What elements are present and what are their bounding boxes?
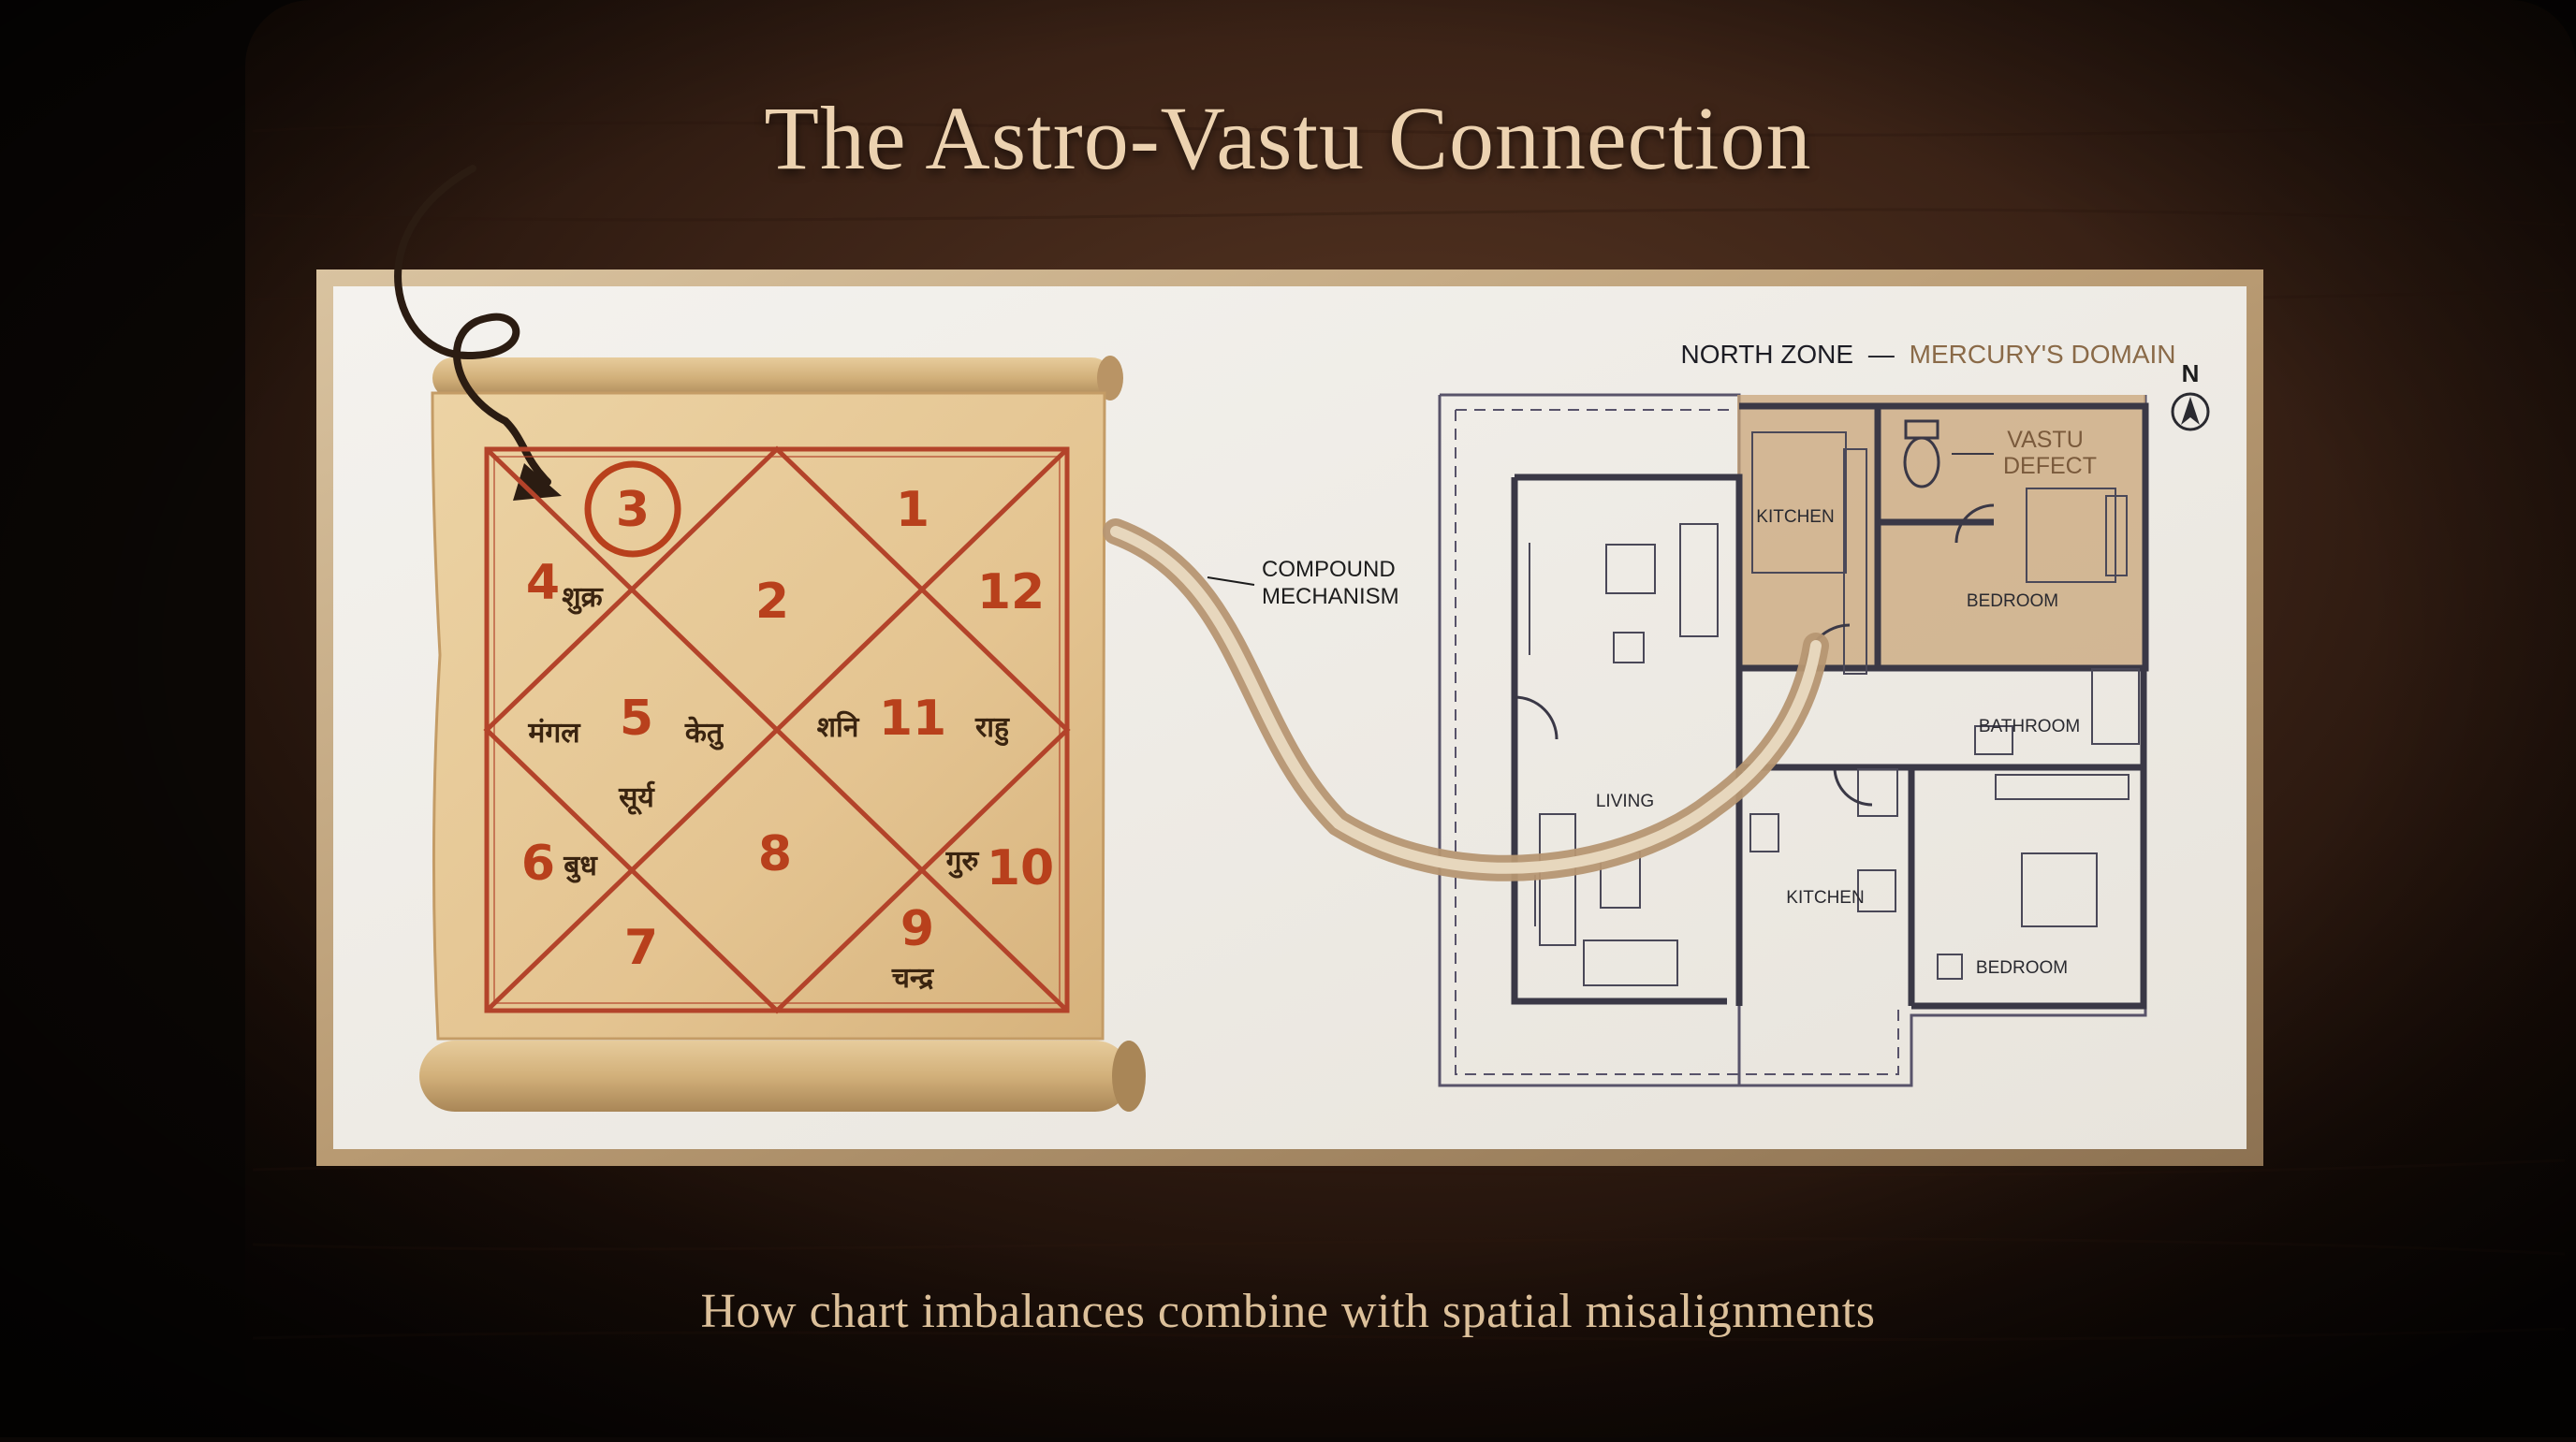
room-bedroom-south: BEDROOM (1976, 958, 2068, 978)
house-3: 3 (616, 482, 650, 538)
planet-mangal: मंगल (527, 717, 581, 750)
house-10: 10 (987, 840, 1054, 896)
planet-guru: गुरु (945, 845, 980, 879)
highlight-circle (584, 460, 681, 558)
house-11: 11 (879, 691, 946, 747)
curl-arrow-head (513, 463, 562, 501)
house-2: 2 (755, 574, 789, 630)
north-zone-heading: NORTH ZONE — MERCURY'S DOMAIN (1680, 340, 2175, 369)
horoscope-scroll (419, 356, 1146, 1112)
zone-label: NORTH ZONE (1680, 340, 1853, 369)
planet-rahu: राहु (974, 711, 1010, 747)
house-4: 4 (526, 555, 560, 611)
room-bathroom: BATHROOM (1979, 717, 2080, 736)
toilet-icon (1903, 419, 1940, 488)
house-8: 8 (758, 826, 792, 882)
room-kitchen-north: KITCHEN (1756, 507, 1834, 527)
page-subtitle: How chart imbalances combine with spatia… (700, 1285, 1876, 1338)
room-living: LIVING (1596, 792, 1654, 811)
house-1: 1 (896, 482, 929, 538)
curl-arrow (394, 165, 551, 486)
house-9: 9 (900, 901, 934, 957)
house-12: 12 (977, 564, 1045, 620)
planet-surya: सूर्य (618, 780, 655, 815)
floor-plan: N NORTH ZONE — MERCURY'S DOMAIN VASTU DE… (1438, 340, 2210, 1087)
planet-shukra: शुक्र (562, 581, 603, 615)
planet-ketu: केतु (684, 716, 724, 750)
zone-separator: — (1868, 340, 1895, 369)
vastu-defect-label-2: DEFECT (2003, 453, 2097, 479)
compound-label: COMPOUND (1262, 557, 1396, 582)
planet-shani: शनि (817, 710, 860, 744)
house-5: 5 (620, 691, 653, 747)
planet-budh: बुध (563, 850, 598, 883)
kundli-chart (483, 445, 1071, 1014)
zone-domain: MERCURY'S DOMAIN (1910, 340, 2176, 369)
house-6: 6 (521, 836, 555, 892)
planet-chandra: चन्द्र (891, 962, 934, 995)
mechanism-label: MECHANISM (1262, 584, 1399, 609)
room-kitchen-south: KITCHEN (1786, 888, 1864, 908)
vastu-defect-label: VASTU (2007, 427, 2084, 453)
page-title: The Astro-Vastu Connection (764, 88, 1812, 188)
compass-label: N (2182, 359, 2200, 387)
compass-icon (2171, 392, 2210, 431)
house-7: 7 (624, 920, 658, 976)
north-zone-highlight (1737, 395, 2145, 668)
room-bedroom-north: BEDROOM (1967, 591, 2058, 611)
